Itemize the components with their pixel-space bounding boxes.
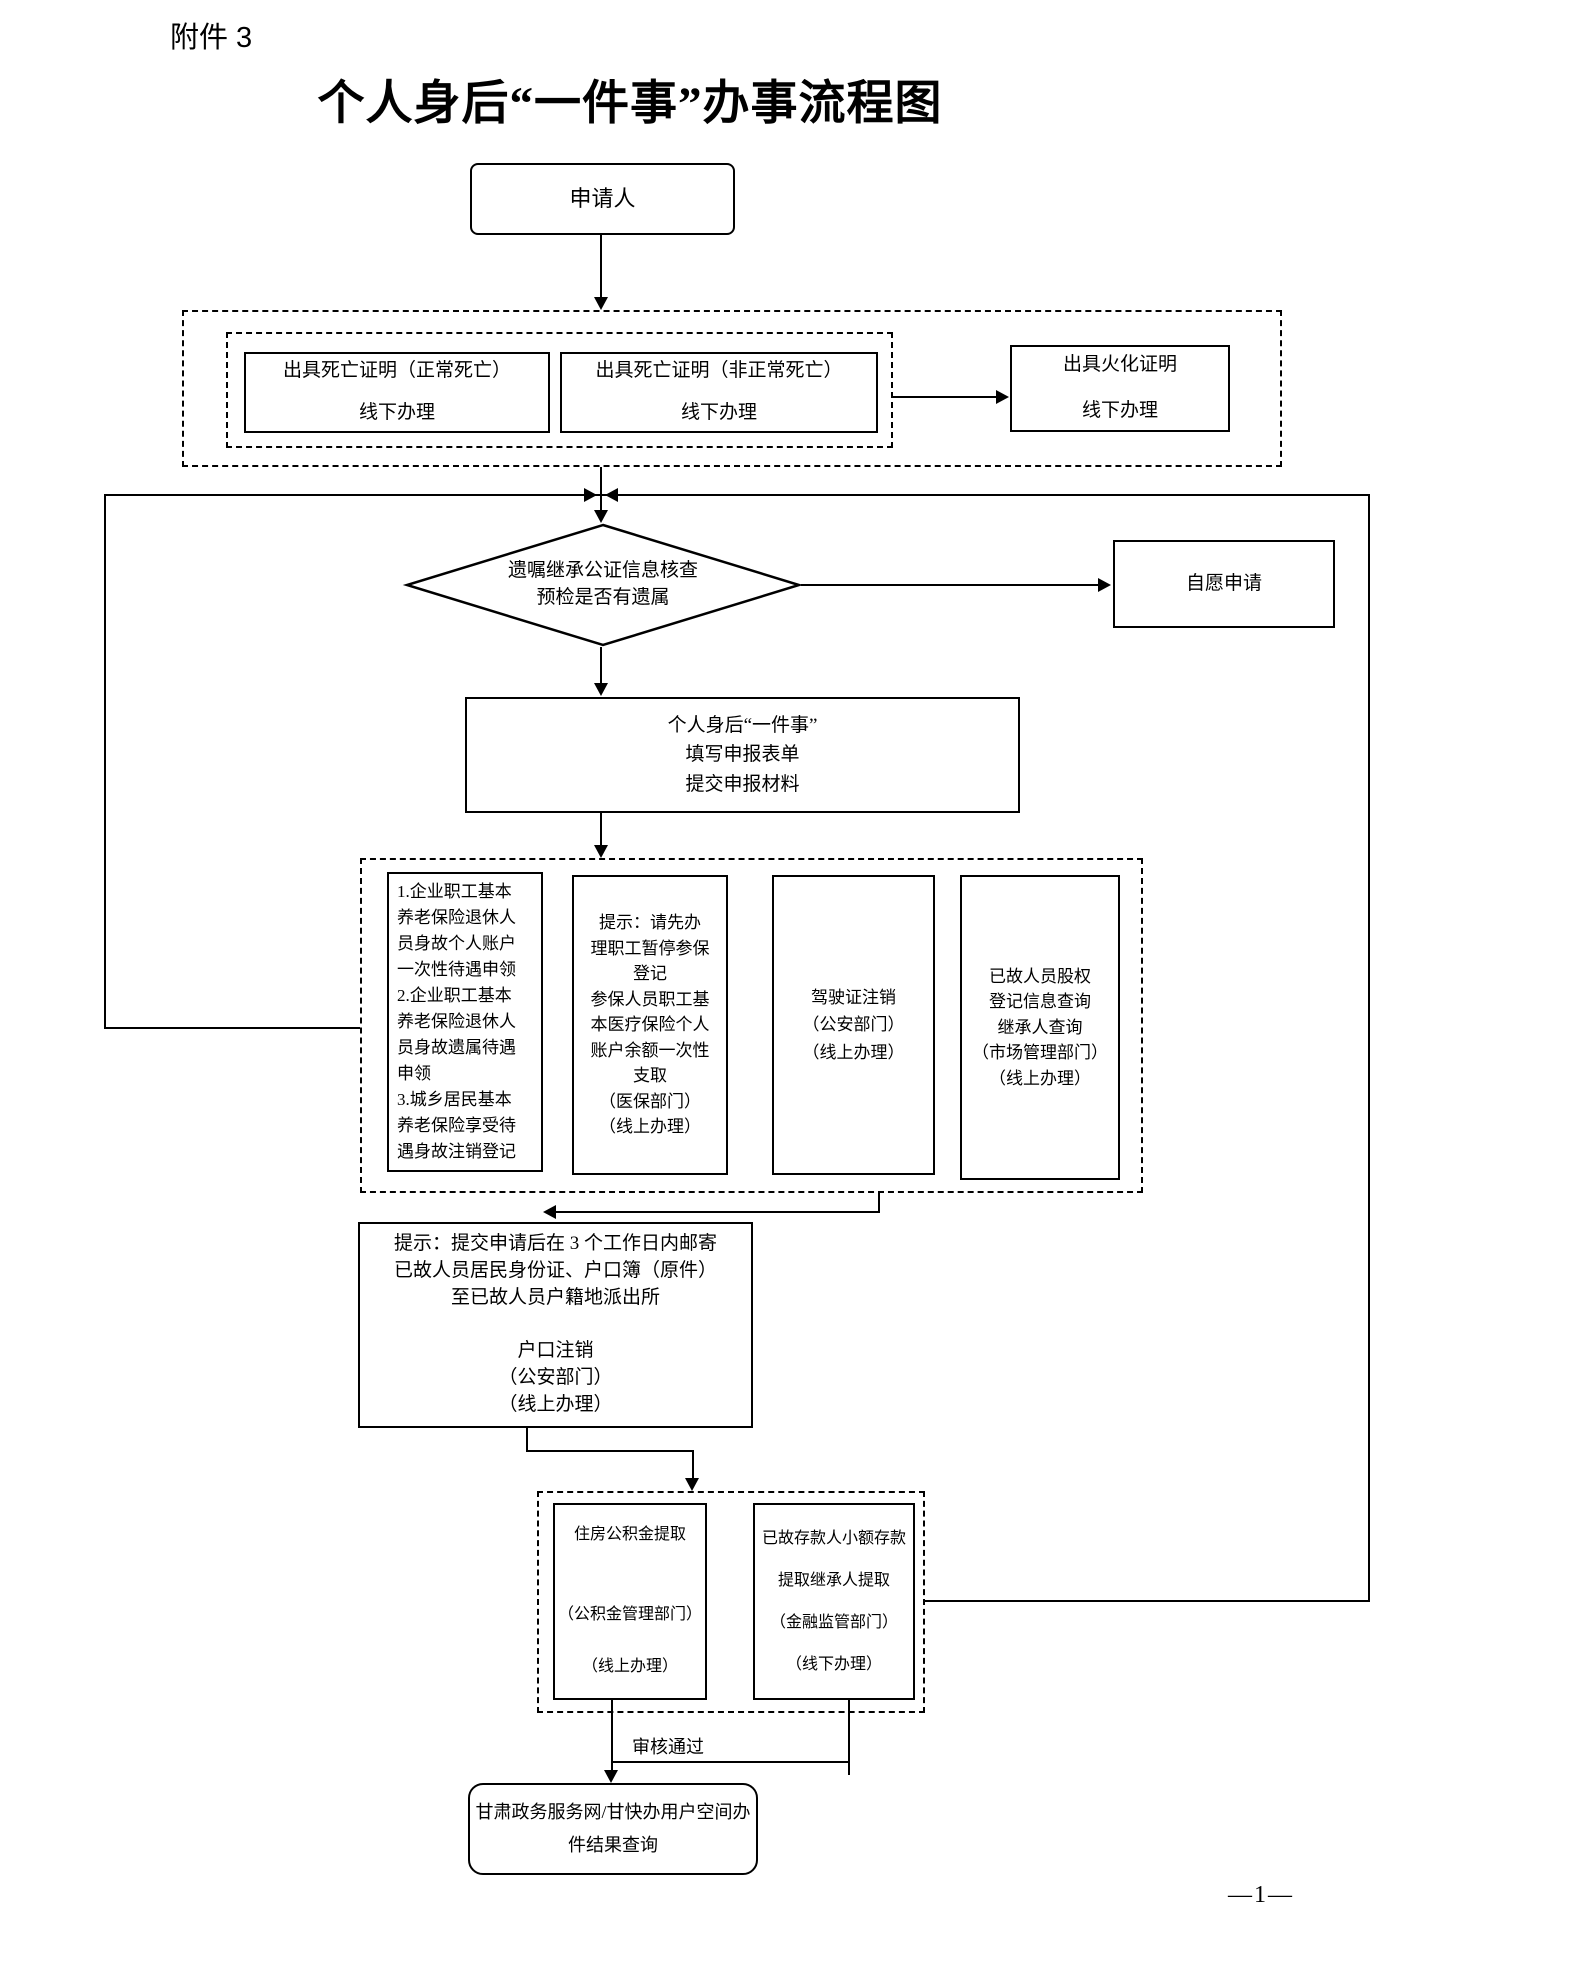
node-result-query: 甘肃政务服务网/甘快办用户空间办 件结果查询 (468, 1783, 758, 1875)
connector-fund-result (611, 1700, 613, 1773)
arrowhead-left-icon (543, 1205, 556, 1219)
node-small-deposit: 已故存款人小额存款 提取继承人提取 （金融监管部门） （线下办理） (753, 1503, 915, 1700)
node-notary-check: 遗嘱继承公证信息核查 预检是否有遗属 (507, 560, 698, 608)
arrowhead-down-icon (685, 1478, 699, 1491)
arrowhead-down-icon (594, 510, 608, 523)
node-equity-query: 已故人员股权 登记信息查询 继承人查询 （市场管理部门） （线上办理） (960, 875, 1120, 1180)
node-death-cert-normal: 出具死亡证明（正常死亡） 线下办理 (244, 352, 550, 433)
feedback-left-horizontal (104, 1027, 360, 1029)
node-medical-tasks: 提示：请先办 理职工暂停参保 登记 参保人员职工基 本医疗保险个人 账户余额一次… (572, 875, 728, 1175)
container-withdrawals (537, 1491, 925, 1713)
attachment-label: 附件 3 (170, 22, 253, 54)
arrowhead-down-icon (604, 1770, 618, 1783)
connector-deposit-down (848, 1700, 850, 1775)
feedback-right-vertical (1368, 494, 1370, 1602)
node-death-cert-abnormal: 出具死亡证明（非正常死亡） 线下办理 (560, 352, 878, 433)
container-online-tasks (360, 858, 1143, 1193)
junction-arrow-left-icon (605, 488, 618, 502)
connector-tasks-notice-v (878, 1193, 880, 1213)
arrowhead-right-icon (996, 390, 1009, 404)
node-declare: 个人身后“一件事” 填写申报表单 提交申报材料 (465, 697, 1020, 813)
node-applicant: 申请人 (470, 163, 735, 235)
connector-certs-to-decision (600, 467, 602, 513)
connector-tasks-notice-h (556, 1211, 879, 1213)
node-household-notice: 提示：提交申请后在 3 个工作日内邮寄 已故人员居民身份证、户口簿（原件） 至已… (358, 1222, 753, 1428)
node-license-cancel: 驾驶证注销 （公安部门） （线上办理） (772, 875, 935, 1175)
connector-to-cremation (893, 396, 996, 398)
container-death-certs (226, 332, 893, 448)
node-voluntary-apply: 自愿申请 (1113, 540, 1335, 628)
node-pension-tasks: 1.企业职工基本 养老保险退休人 员身故个人账户 一次性待遇申领 2.企业职工基… (387, 872, 543, 1172)
container-certificates (182, 310, 1282, 467)
page-number: —1— (1228, 1882, 1294, 1908)
feedback-right-horizontal (925, 1600, 1370, 1602)
feedback-left-vertical (104, 494, 106, 1029)
node-housing-fund: 住房公积金提取 （公积金管理部门） （线上办理） (553, 1503, 707, 1700)
connector-decision-declare (600, 647, 602, 685)
approve-line (611, 1761, 850, 1763)
junction-line (105, 494, 1370, 496)
connector-applicant-down (600, 235, 602, 298)
page-title: 个人身后“一件事”办事流程图 (317, 78, 943, 130)
junction-arrow-right-icon (584, 488, 597, 502)
connector-declare-tasks (600, 813, 602, 847)
arrowhead-down-icon (594, 297, 608, 310)
connector-notice-bottom-h (526, 1450, 694, 1452)
node-cremation-cert: 出具火化证明 线下办理 (1010, 345, 1230, 432)
arrowhead-right-icon (1098, 578, 1111, 592)
arrowhead-down-icon (594, 845, 608, 858)
connector-to-voluntary (801, 584, 1098, 586)
approve-label: 审核通过 (632, 1737, 704, 1757)
connector-notice-bottom-v2 (692, 1450, 694, 1480)
arrowhead-down-icon (594, 683, 608, 696)
connector-notice-bottom-v1 (526, 1428, 528, 1452)
decision-diamond-shape (402, 523, 804, 647)
